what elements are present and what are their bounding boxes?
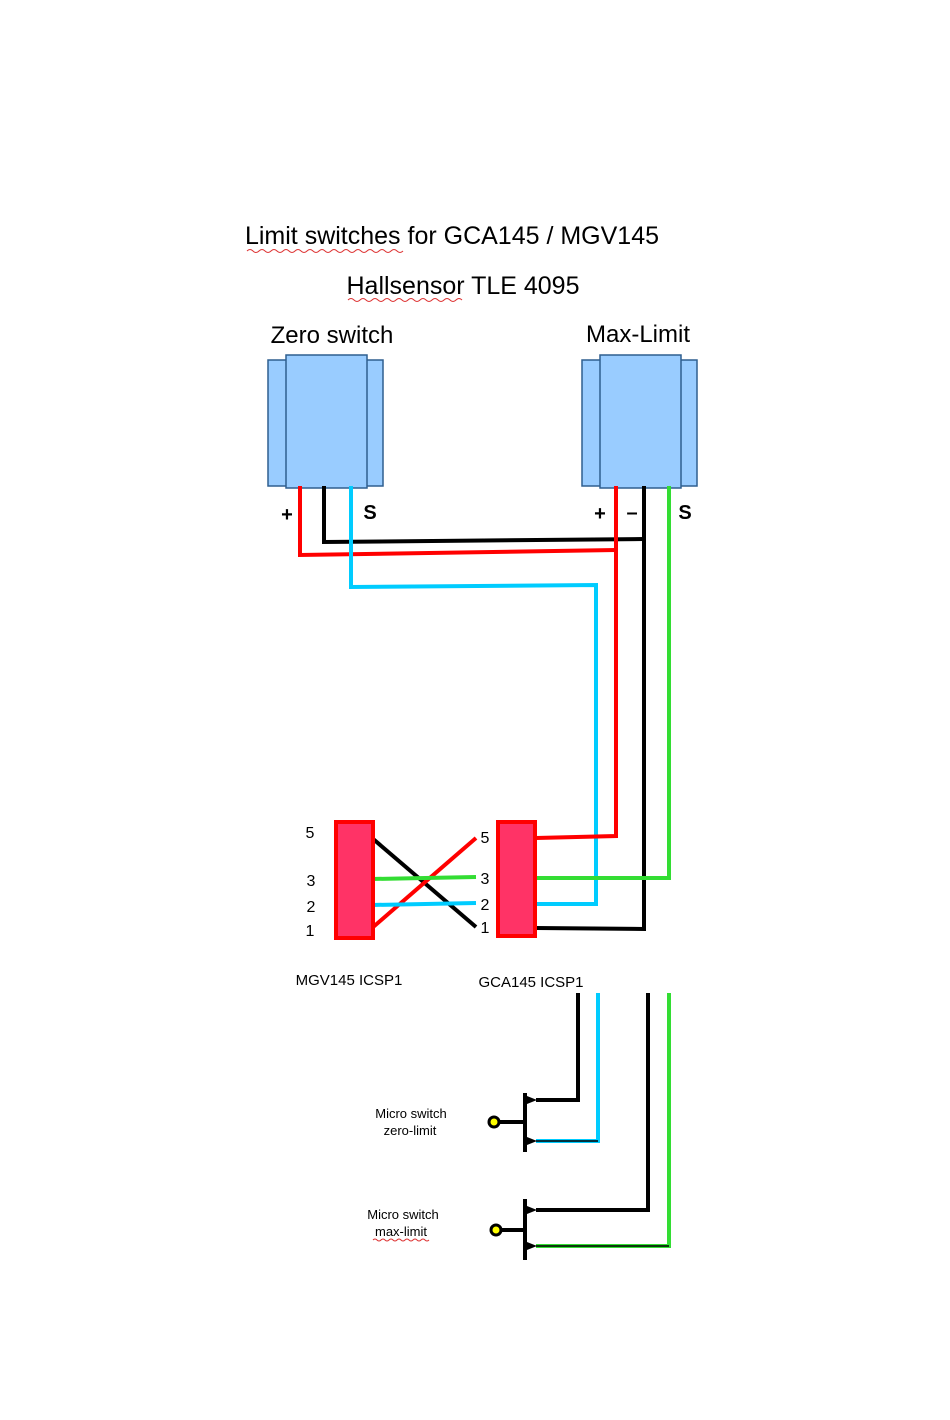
micro-zero-label-2: zero-limit <box>384 1123 437 1138</box>
micro-switch-max <box>491 1199 525 1260</box>
gca-pin-2: 2 <box>481 897 490 914</box>
max-pin-minus: – <box>626 502 637 524</box>
zero-pin-s: S <box>363 502 376 524</box>
crossover-wire-zero-signal <box>372 903 476 905</box>
zero-hall-sensor <box>268 355 383 488</box>
micro-zero-signal-wire <box>536 993 598 1141</box>
page-subtitle: Hallsensor TLE 4095 <box>346 272 579 300</box>
crossover-wire-max-signal <box>372 877 476 879</box>
gca-pin-5: 5 <box>481 830 490 847</box>
max-limit-label: Max-Limit <box>586 321 690 348</box>
mgv-pin-5: 5 <box>306 825 315 842</box>
gca145-label: GCA145 ICSP1 <box>478 974 583 991</box>
max-hall-sensor <box>582 355 697 488</box>
gca-pin-3: 3 <box>481 871 490 888</box>
micro-switch-zero <box>489 1093 525 1152</box>
mgv145-connector <box>336 822 373 938</box>
micro-zero-ground-wire <box>536 993 578 1100</box>
mgv145-label: MGV145 ICSP1 <box>296 972 403 989</box>
gca-pin-1: 1 <box>481 920 490 937</box>
max-pin-plus: + <box>594 503 606 525</box>
micro-max-label-1: Micro switch <box>367 1207 439 1222</box>
mgv-pin-2: 2 <box>307 899 316 916</box>
mgv-pin-3: 3 <box>307 873 316 890</box>
switch-knob-icon <box>489 1117 499 1127</box>
max-signal-wire <box>536 486 669 878</box>
gca145-connector <box>498 822 535 936</box>
mgv-pin-1: 1 <box>306 923 315 940</box>
page-title: Limit switches for GCA145 / MGV145 <box>245 222 659 250</box>
micro-zero-label-1: Micro switch <box>375 1106 447 1121</box>
spellcheck-underline <box>373 1239 429 1241</box>
max-pin-s: S <box>678 502 691 524</box>
zero-switch-label: Zero switch <box>271 322 394 349</box>
zero-plus-wire <box>300 486 616 555</box>
zero-pin-plus: + <box>281 504 293 526</box>
micro-max-label-2: max-limit <box>375 1224 427 1239</box>
switch-knob-icon <box>491 1225 501 1235</box>
